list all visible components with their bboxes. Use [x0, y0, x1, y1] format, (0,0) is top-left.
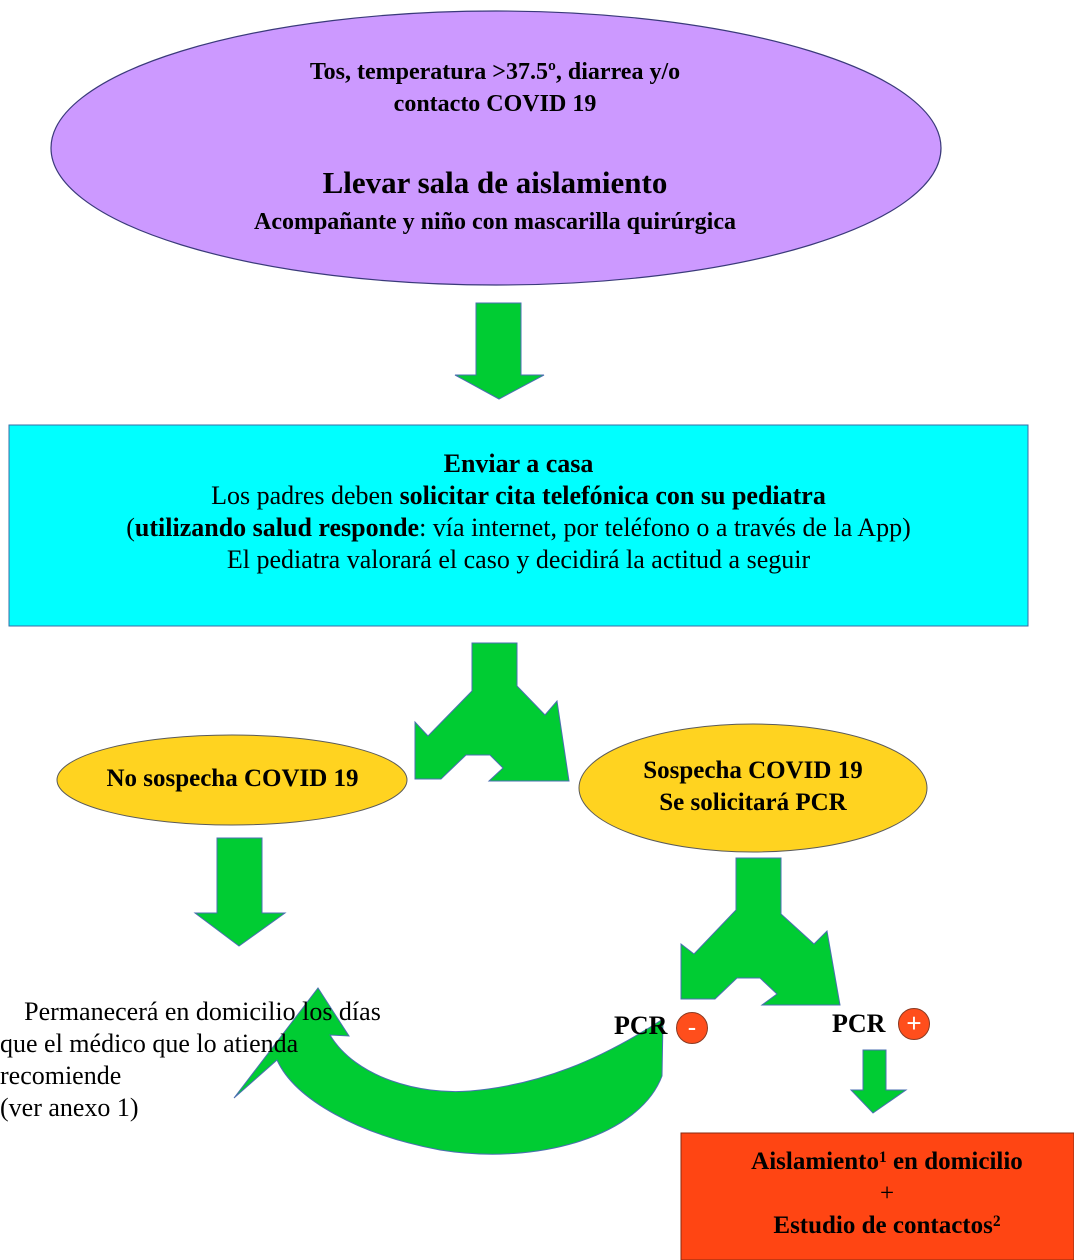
- symptoms-ellipse: [50, 10, 942, 286]
- no-suspicion-pill-bg: [56, 734, 408, 826]
- isolation-box: Aislamiento1 en domicilio + Estudio de c…: [700, 1146, 1074, 1242]
- contacts-study: Estudio de contactos: [773, 1212, 993, 1239]
- positive-sign-icon: +: [898, 1008, 930, 1040]
- footnote-2: 2: [992, 1213, 1001, 1230]
- instruction-line2-prefix: Los padres deben: [211, 481, 400, 510]
- instruction-line2-bold: solicitar cita telefónica con su pediatr…: [399, 481, 826, 510]
- down-arrow-icon: [849, 1049, 908, 1114]
- instruction-line4: El pediatra valorará el caso y decidirá …: [226, 545, 811, 574]
- instruction-line3-bold: utilizando salud responde: [134, 513, 420, 542]
- home-stay-line1: Permanecerá en domicilio los días: [24, 997, 381, 1026]
- symptoms-text: Tos, temperatura >37.5º, diarrea y/o con…: [150, 56, 840, 120]
- instruction-box-bg: [8, 424, 1029, 627]
- down-arrow-icon: [193, 837, 287, 947]
- isolation-line1: Aislamiento1 en domicilio: [700, 1146, 1074, 1178]
- send-home-title: Enviar a casa: [443, 449, 594, 478]
- suspicion-pill-bg: [578, 723, 928, 853]
- instruction-box: Enviar a casa Los padres deben solicitar…: [10, 448, 1027, 576]
- isolation-box-bg: [680, 1132, 1074, 1260]
- negative-sign-icon: -: [676, 1012, 708, 1044]
- instruction-line3-rest: : vía internet, por teléfono o a través …: [419, 513, 911, 542]
- split-arrow-icon: [414, 642, 570, 782]
- return-arrow-icon: [233, 987, 664, 1155]
- instruction-line2: Los padres deben solicitar cita telefóni…: [10, 480, 1027, 512]
- home-stay-text: Permanecerá en domicilio los días: [0, 996, 405, 1028]
- pcr-positive-label: PCR: [832, 1009, 886, 1038]
- symptoms-line2: contacto COVID 19: [393, 91, 597, 117]
- isolation-word: Aislamiento: [751, 1148, 879, 1175]
- isolation-room-heading: Llevar sala de aislamiento: [322, 165, 668, 200]
- home-stay-line3: (ver anexo 1): [0, 1093, 139, 1122]
- instruction-line3: (utilizando salud responde: vía internet…: [10, 512, 1027, 544]
- isolation-rest: en domicilio: [886, 1148, 1023, 1175]
- plus-sign: +: [879, 1180, 895, 1207]
- suspicion-line1: Sospecha COVID 19: [643, 757, 863, 784]
- symptoms-line1: Tos, temperatura >37.5º, diarrea y/o: [309, 59, 681, 85]
- instruction-line3-open: (: [126, 513, 135, 542]
- mask-instruction: Acompañante y niño con mascarilla quirúr…: [253, 209, 736, 235]
- down-arrow-icon: [454, 302, 545, 400]
- home-stay-text-2: que el médico que lo atienda recomiende …: [0, 1028, 420, 1124]
- no-suspicion-label: No sospecha COVID 19: [106, 765, 359, 792]
- split-arrow-icon: [680, 857, 841, 1006]
- isolation-line3: Estudio de contactos2: [700, 1210, 1074, 1242]
- pcr-negative-label: PCR: [614, 1011, 668, 1040]
- suspicion-label: Sospecha COVID 19 Se solicitará PCR: [580, 755, 926, 819]
- home-stay-line2: que el médico que lo atienda recomiende: [0, 1029, 299, 1090]
- suspicion-line2: Se solicitará PCR: [659, 789, 847, 816]
- footnote-1: 1: [878, 1149, 887, 1166]
